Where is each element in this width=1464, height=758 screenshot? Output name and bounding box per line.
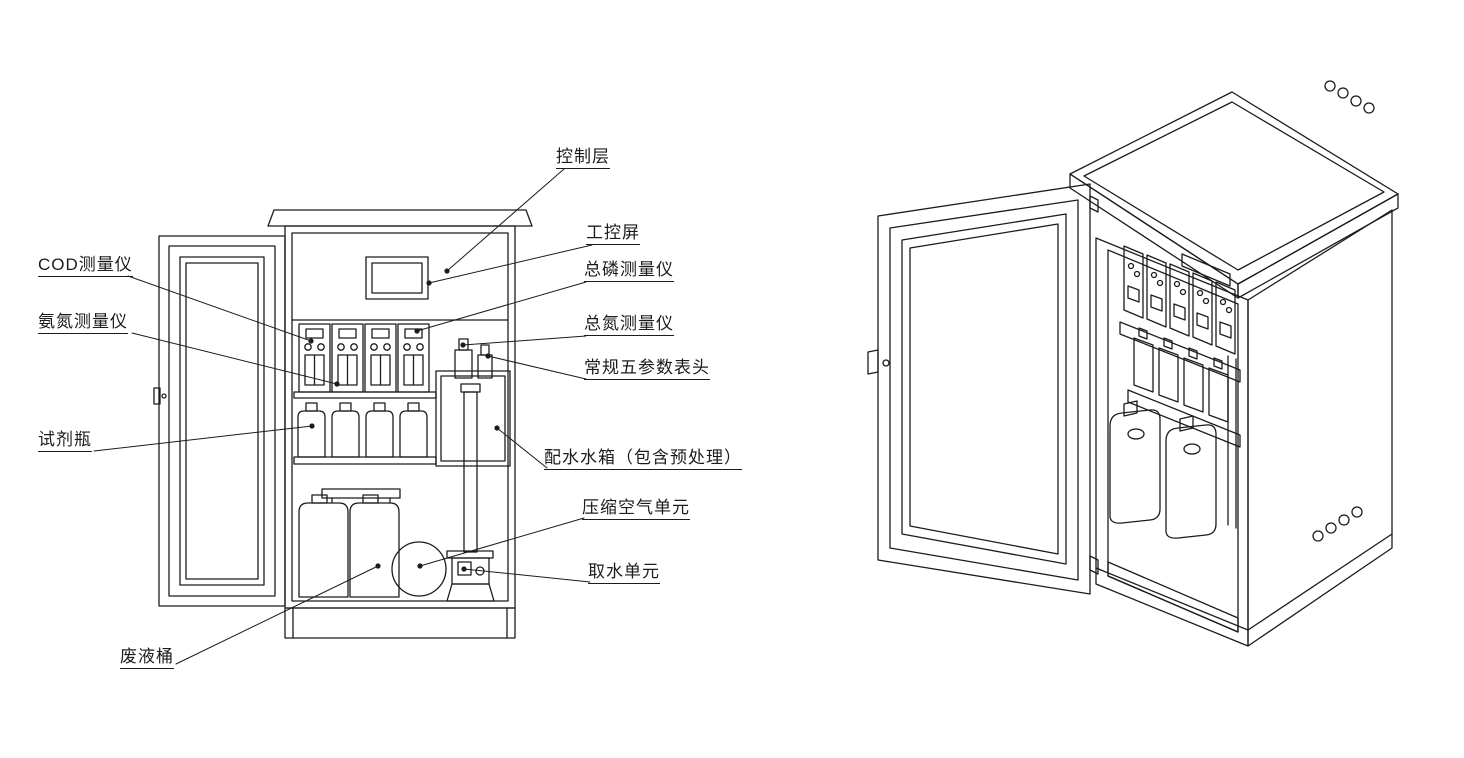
label-cod-analyzer: COD测量仪: [38, 254, 133, 277]
label-compressed-air: 压缩空气单元: [582, 497, 690, 520]
five-param-instruments: [454, 338, 493, 379]
label-waste-barrel: 废液桶: [120, 646, 174, 669]
leader-intake: [463, 568, 591, 583]
front-door: [153, 235, 286, 607]
iso-pipe: [1227, 355, 1237, 529]
label-reagent-bottle: 试剂瓶: [38, 429, 92, 452]
label-tn-analyzer: 总氮测量仪: [584, 313, 674, 336]
front-view: [153, 209, 533, 639]
water-tank-assembly: [435, 370, 511, 553]
leader-nh3n: [131, 332, 338, 385]
leader-cod: [127, 275, 312, 342]
leader-tn: [462, 335, 587, 346]
label-tp-analyzer: 总磷测量仪: [584, 259, 674, 282]
leader-lines: [93, 168, 593, 665]
label-control-layer: 控制层: [556, 146, 610, 169]
leader-five-param: [487, 355, 587, 380]
leader-air: [419, 517, 585, 567]
reagent-bottles: [293, 402, 437, 465]
control-screen: [365, 256, 429, 300]
iso-view: [867, 80, 1399, 647]
leader-reagent: [93, 425, 313, 452]
door-handle: [153, 387, 161, 405]
label-nh3n-analyzer: 氨氮测量仪: [38, 311, 128, 334]
leader-screen: [428, 244, 593, 284]
label-five-param-meter: 常规五参数表头: [584, 357, 710, 380]
analyzer-modules: [293, 323, 437, 399]
iso-waste-jugs: [1107, 400, 1239, 633]
label-water-intake: 取水单元: [588, 561, 660, 584]
iso-reagent-bottles: [1127, 327, 1241, 448]
iso-door: [867, 183, 1099, 595]
iso-roof: [1069, 91, 1399, 299]
waste-barrels: [298, 488, 401, 598]
air-compressor: [391, 541, 447, 597]
iso-cable-glands-bottom: [1312, 506, 1363, 542]
intake-unit: [446, 550, 495, 602]
iso-vent: [1181, 253, 1231, 287]
leader-waste: [175, 565, 379, 665]
label-industrial-screen: 工控屏: [586, 222, 640, 245]
leader-control-layer: [446, 168, 565, 272]
leader-dots: [308, 268, 500, 572]
iso-door-handle: [867, 349, 879, 375]
leader-tank: [496, 427, 548, 469]
leader-tp: [416, 281, 587, 332]
iso-body: [1095, 209, 1393, 647]
label-water-tank: 配水水箱（包含预处理）: [544, 447, 742, 470]
iso-cable-glands-top: [1324, 80, 1375, 114]
iso-analyzer-modules: [1119, 245, 1241, 383]
